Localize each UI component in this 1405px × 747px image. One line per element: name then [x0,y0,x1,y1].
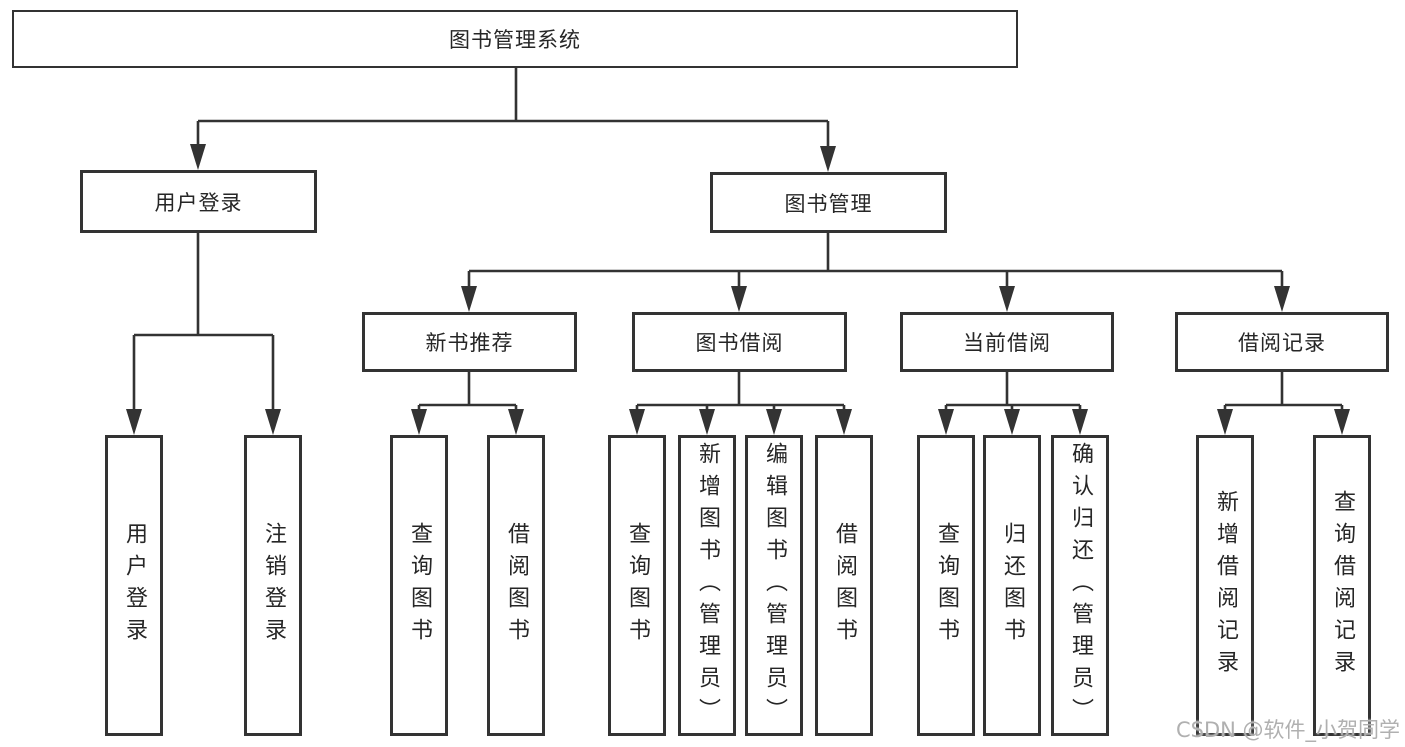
leaf-query-books-recommend: 查询图书 [390,435,448,736]
leaf-add-borrow-record-label: 新增借阅记录 [1213,489,1238,682]
connector-current-borrow-children [938,372,1088,435]
node-new-book-recommend-label: 新书推荐 [425,331,514,355]
node-root-system: 图书管理系统 [12,10,1018,68]
leaf-return-book-label: 归还图书 [1000,521,1025,650]
leaf-borrow-books: 借阅图书 [815,435,873,736]
leaf-query-books-current-label: 查询图书 [934,521,959,650]
leaf-query-books-borrow: 查询图书 [608,435,666,736]
leaf-logout: 注销登录 [244,435,302,736]
leaf-logout-label: 注销登录 [261,521,286,650]
csdn-watermark: CSDN @软件_小贺同学 [1176,718,1401,742]
node-borrow-records: 借阅记录 [1175,312,1389,372]
leaf-user-login-label: 用户登录 [122,521,147,650]
node-user-login-label: 用户登录 [154,190,243,215]
leaf-borrow-books-recommend-label: 借阅图书 [504,521,529,650]
leaf-confirm-return-admin-label: 确认归还（管理员） [1068,441,1093,730]
leaf-edit-book-admin: 编辑图书（管理员） [745,435,803,736]
leaf-query-books-recommend-label: 查询图书 [407,521,432,650]
leaf-query-borrow-record-label: 查询借阅记录 [1330,489,1355,682]
leaf-add-book-admin-label: 新增图书（管理员） [695,441,720,730]
node-book-management-label: 图书管理 [784,191,873,216]
connector-book-mgmt-children [461,233,1290,312]
leaf-borrow-books-label: 借阅图书 [832,521,857,650]
node-current-borrow: 当前借阅 [900,312,1114,372]
node-root-label: 图书管理系统 [449,28,581,52]
node-user-login: 用户登录 [80,170,317,233]
node-current-borrow-label: 当前借阅 [963,331,1051,355]
leaf-borrow-books-recommend: 借阅图书 [487,435,545,736]
connector-new-book-children [411,372,524,435]
connector-user-login-children [126,233,281,435]
leaf-return-book: 归还图书 [983,435,1041,736]
connector-book-borrow-children [629,372,852,435]
connector-borrow-records-children [1217,372,1350,435]
node-borrow-records-label: 借阅记录 [1238,331,1326,355]
leaf-query-borrow-record: 查询借阅记录 [1313,435,1371,736]
leaf-add-book-admin: 新增图书（管理员） [678,435,736,736]
leaf-user-login: 用户登录 [105,435,163,736]
leaf-confirm-return-admin: 确认归还（管理员） [1051,435,1109,736]
leaf-edit-book-admin-label: 编辑图书（管理员） [762,441,787,730]
leaf-query-books-borrow-label: 查询图书 [625,521,650,650]
node-book-management: 图书管理 [710,172,947,233]
node-book-borrow: 图书借阅 [632,312,847,372]
node-book-borrow-label: 图书借阅 [695,331,784,355]
connector-root-to-level2 [190,68,836,172]
node-new-book-recommend: 新书推荐 [362,312,577,372]
leaf-query-books-current: 查询图书 [917,435,975,736]
leaf-add-borrow-record: 新增借阅记录 [1196,435,1254,736]
